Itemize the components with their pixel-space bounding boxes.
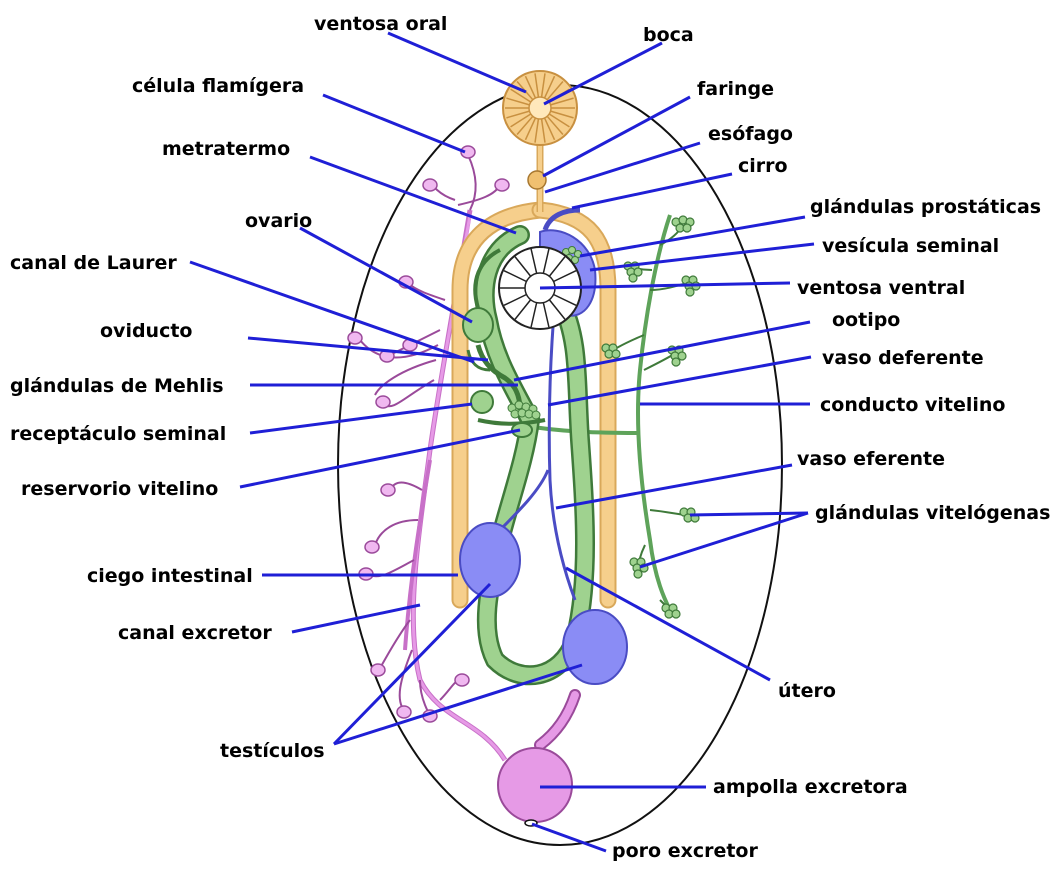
- label-utero: útero: [778, 680, 836, 702]
- label-ovario: ovario: [245, 210, 312, 232]
- label-canal-excretor: canal excretor: [118, 622, 272, 644]
- label-oviducto: oviducto: [100, 320, 192, 342]
- label-cirro: cirro: [738, 155, 788, 177]
- label-faringe: faringe: [697, 78, 774, 100]
- label-poro-excretor: poro excretor: [612, 840, 758, 862]
- label-canal-de-laurer: canal de Laurer: [10, 252, 177, 274]
- label-ventosa-oral: ventosa oral: [314, 13, 447, 35]
- label-conducto-vitelino: conducto vitelino: [820, 394, 1005, 416]
- label-reservorio-vitelino: reservorio vitelino: [21, 478, 218, 500]
- label-testiculos: testículos: [220, 740, 325, 762]
- label-metratermo: metratermo: [162, 138, 290, 160]
- label-ventosa-ventral: ventosa ventral: [797, 277, 965, 299]
- label-glandulas-de-mehlis: glándulas de Mehlis: [10, 375, 224, 397]
- label-ampolla-excretora: ampolla excretora: [713, 776, 908, 798]
- label-celula-flamigera: célula flamígera: [132, 75, 304, 97]
- label-vesicula-seminal: vesícula seminal: [822, 235, 999, 257]
- label-ciego-intestinal: ciego intestinal: [87, 565, 253, 587]
- label-receptaculo-seminal: receptáculo seminal: [10, 423, 226, 445]
- label-glandulas-prostaticas: glándulas prostáticas: [810, 196, 1041, 218]
- label-boca: boca: [643, 24, 694, 46]
- label-glandulas-vitelogenas: glándulas vitelógenas: [815, 502, 1050, 524]
- label-esofago: esófago: [708, 123, 793, 145]
- label-ootipo: ootipo: [832, 309, 900, 331]
- label-vaso-eferente: vaso eferente: [797, 448, 945, 470]
- label-vaso-deferente: vaso deferente: [822, 347, 984, 369]
